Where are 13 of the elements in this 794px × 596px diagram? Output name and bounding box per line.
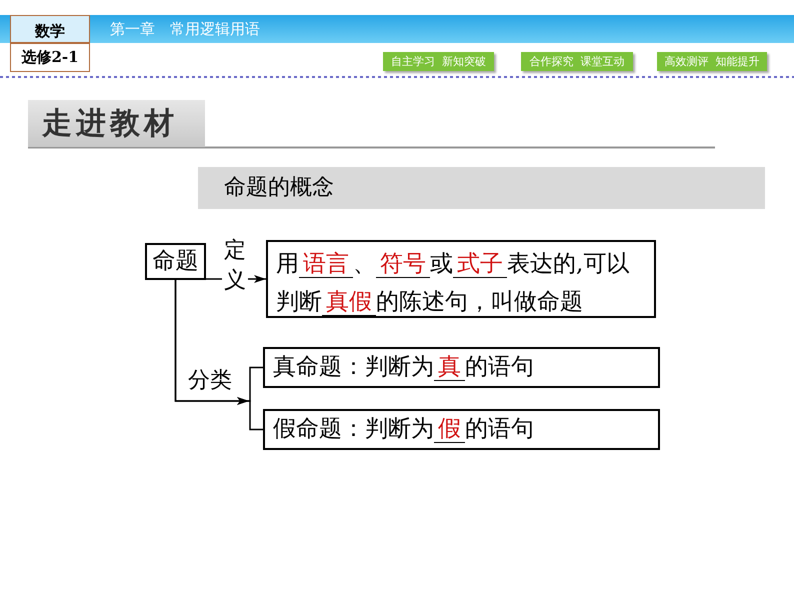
- subtitle-banner: 命题的概念: [198, 167, 765, 209]
- text-box: 用语言、符号或式子表达的,可以判断真假的陈述句，叫做命题: [266, 240, 656, 318]
- connector-arrow: [174, 280, 263, 430]
- text-box: 真命题：判断为真的语句: [263, 347, 660, 388]
- nav-button: 高效测评 知能提升: [657, 52, 767, 71]
- concept-box: 命题: [145, 243, 206, 280]
- text-box: 假命题：判断为假的语句: [263, 409, 660, 450]
- chapter-title: 第一章 常用逻辑用语: [110, 19, 261, 40]
- subject-tab: 数学: [10, 15, 90, 43]
- section-banner: 走进教材: [28, 100, 205, 147]
- nav-button: 合作探究 课堂互动: [521, 52, 633, 71]
- course-tab: 选修2-1: [10, 43, 90, 72]
- nav-button: 自主学习 新知突破: [383, 52, 494, 71]
